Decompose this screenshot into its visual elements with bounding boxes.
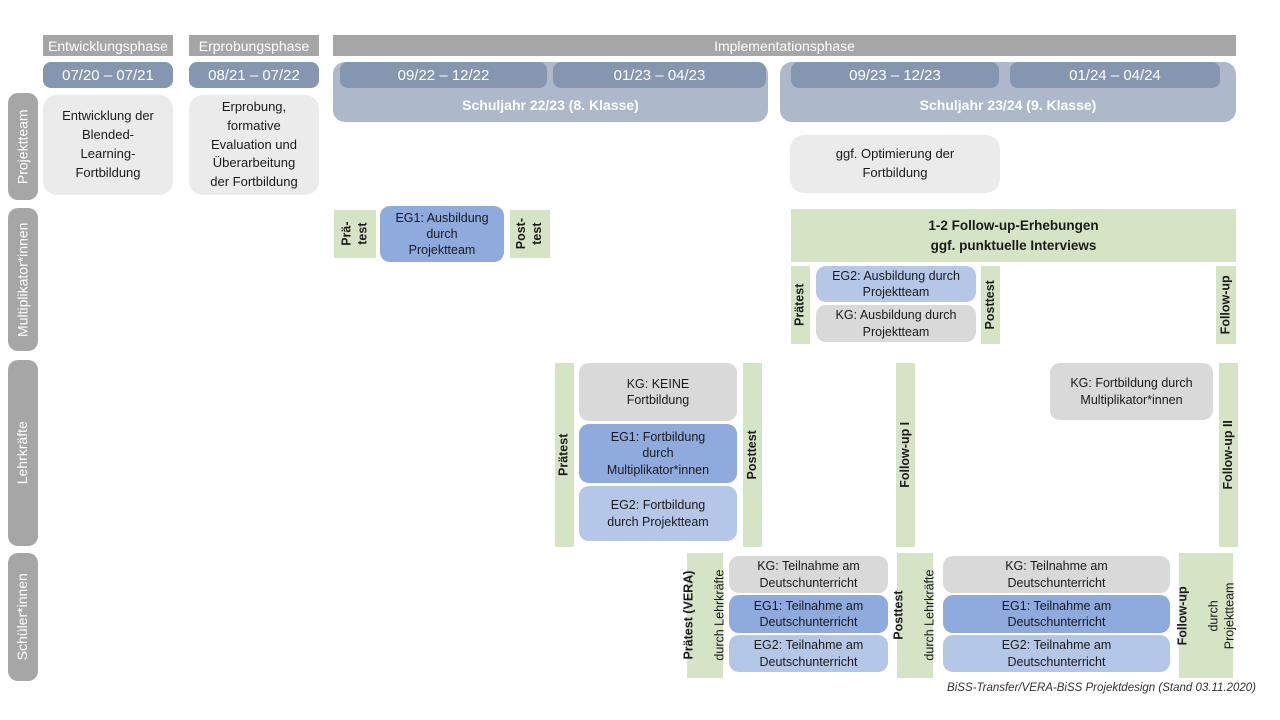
bar-posttest-schueler: Posttest durch Lehrkräfte	[892, 553, 937, 678]
bar-praetest-vera-bold: Prätest (VERA)	[681, 571, 696, 660]
task-eg2-deutschunterricht-1: EG2: Teilnahme am Deutschunterricht	[729, 635, 888, 672]
row-label-projektteam-text: Projektteam	[14, 109, 31, 184]
row-label-schueler: Schüler*innen	[8, 553, 38, 681]
task-eg2-fortbildung-projektteam: EG2: Fortbildung durch Projektteam	[579, 486, 737, 541]
bar-posttest-multiplikatoren-2: Posttest	[981, 266, 1000, 344]
bar-praetest-multiplikatoren-2-text: Prätest	[792, 283, 807, 327]
task-kg-deutschunterricht-1: KG: Teilnahme am Deutschunterricht	[729, 556, 888, 593]
task-kg-ausbildung: KG: Ausbildung durch Projektteam	[816, 305, 976, 342]
row-label-lehrkraefte-text: Lehrkräfte	[14, 421, 31, 485]
year-label-23-24: Schuljahr 23/24 (9. Klasse)	[919, 97, 1097, 113]
bar-followup-2-lehrkraefte: Follow-up II	[1219, 363, 1238, 547]
period-01-24: 01/24 – 04/24	[1010, 62, 1220, 88]
task-kg-fortbildung-multiplikatoren: KG: Fortbildung durch Multiplikator*inne…	[1050, 363, 1213, 420]
bar-followup-1-lehrkraefte: Follow-up I	[896, 363, 915, 547]
box-followup-erhebungen: 1-2 Follow-up-Erhebungen ggf. punktuelle…	[791, 209, 1236, 262]
task-kg-deutschunterricht-2: KG: Teilnahme am Deutschunterricht	[943, 556, 1170, 593]
bar-posttest-multiplikatoren-1: Post- test	[510, 210, 550, 258]
phase-header-entwicklung: Entwicklungsphase	[43, 35, 173, 56]
bar-posttest-multiplikatoren-1-text: Post- test	[514, 218, 544, 250]
bar-followup-multiplikatoren: Follow-up	[1216, 266, 1236, 344]
bar-praetest-vera-schueler: Prätest (VERA) durch Lehrkräfte	[682, 553, 727, 678]
bar-posttest-lehrkraefte: Posttest	[743, 363, 762, 547]
bar-praetest-lehrkraefte-text: Prätest	[556, 433, 571, 477]
phase-header-implementation: Implementationsphase	[333, 35, 1236, 56]
row-label-lehrkraefte: Lehrkräfte	[8, 360, 38, 546]
diagram-caption: BiSS-Transfer/VERA-BiSS Projektdesign (S…	[947, 682, 1256, 694]
task-erprobung-evaluation: Erprobung, formative Evaluation und Über…	[189, 95, 319, 195]
row-label-multiplikatoren-text: Multiplikator*innen	[14, 222, 31, 337]
period-08-21: 08/21 – 07/22	[189, 62, 319, 88]
row-label-projektteam: Projektteam	[8, 93, 38, 200]
bar-followup-schueler-bold: Follow-up	[1174, 585, 1189, 646]
bar-praetest-multiplikatoren-1: Prä- test	[334, 210, 376, 258]
period-09-23: 09/23 – 12/23	[791, 62, 999, 88]
row-label-multiplikatoren: Multiplikator*innen	[8, 208, 38, 351]
row-label-schueler-text: Schüler*innen	[14, 573, 31, 661]
task-eg1-deutschunterricht-2: EG1: Teilnahme am Deutschunterricht	[943, 595, 1170, 633]
task-eg1-ausbildung: EG1: Ausbildung durch Projektteam	[380, 206, 504, 262]
bar-praetest-multiplikatoren-1-text: Prä- test	[339, 221, 369, 247]
task-optimierung-fortbildung: ggf. Optimierung der Fortbildung	[790, 135, 1000, 193]
bar-followup-1-lehrkraefte-text: Follow-up I	[897, 422, 912, 488]
period-01-23: 01/23 – 04/23	[553, 62, 766, 88]
bar-praetest-vera-sub: durch Lehrkräfte	[712, 569, 727, 662]
task-eg1-deutschunterricht-1: EG1: Teilnahme am Deutschunterricht	[729, 595, 888, 633]
bar-posttest-lehrkraefte-text: Posttest	[744, 430, 759, 480]
bar-praetest-lehrkraefte: Prätest	[555, 363, 574, 547]
bar-followup-schueler-sub: durch Projektteam	[1206, 582, 1236, 649]
bar-posttest-schueler-bold: Posttest	[891, 590, 906, 641]
task-entwicklung-fortbildung: Entwicklung der Blended- Learning- Fortb…	[43, 95, 173, 195]
phase-header-erprobung: Erprobungsphase	[189, 35, 319, 56]
task-kg-keine-fortbildung: KG: KEINE Fortbildung	[579, 363, 737, 421]
bar-posttest-multiplikatoren-2-text: Posttest	[982, 280, 997, 330]
task-eg2-deutschunterricht-2: EG2: Teilnahme am Deutschunterricht	[943, 635, 1170, 672]
bar-followup-multiplikatoren-text: Follow-up	[1218, 275, 1233, 335]
bar-praetest-multiplikatoren-2: Prätest	[791, 266, 810, 344]
bar-followup-2-lehrkraefte-text: Follow-up II	[1220, 420, 1235, 490]
task-eg1-fortbildung-multiplikatoren: EG1: Fortbildung durch Multiplikator*inn…	[579, 424, 737, 483]
bar-posttest-schueler-sub: durch Lehrkräfte	[922, 569, 937, 662]
period-09-22: 09/22 – 12/22	[340, 62, 547, 88]
task-eg2-ausbildung: EG2: Ausbildung durch Projektteam	[816, 266, 976, 302]
year-label-22-23: Schuljahr 22/23 (8. Klasse)	[462, 97, 639, 113]
period-07-20: 07/20 – 07/21	[43, 62, 173, 88]
bar-followup-schueler: Follow-up durch Projektteam	[1175, 553, 1236, 678]
